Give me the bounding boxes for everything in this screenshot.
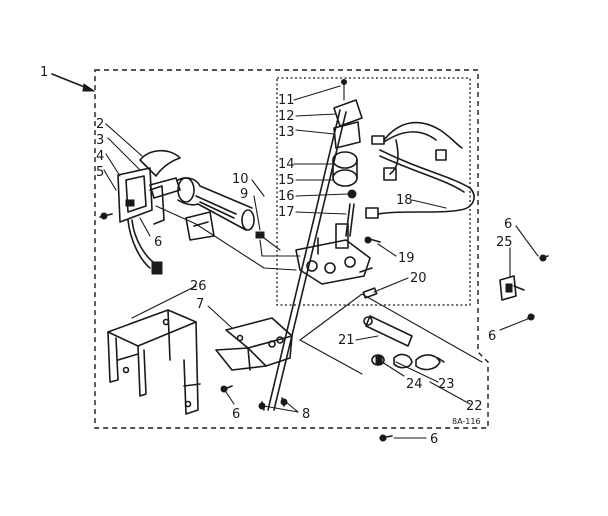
callout-3: 3: [96, 133, 104, 148]
callout-12: 12: [278, 109, 295, 124]
callout-2: 2: [96, 117, 104, 132]
leader-lines: [103, 85, 539, 439]
callout-21: 21: [338, 333, 355, 348]
assembly-boundary: [94, 69, 489, 429]
solenoid-stack: [332, 79, 363, 237]
callout-23: 23: [438, 377, 455, 392]
drawing-code: 8A-116: [452, 417, 481, 426]
pilot-burner: [363, 315, 445, 371]
pilot-tube: [267, 109, 347, 411]
callout-17: 17: [278, 205, 295, 220]
valve-subassembly-boundary: [276, 77, 471, 306]
callout-6-bottom: 6: [430, 432, 438, 447]
callout-19: 19: [398, 251, 415, 266]
callout-25: 25: [496, 235, 513, 250]
gas-valve: [295, 223, 373, 285]
callout-1-arrow: [51, 73, 96, 92]
valve-bracket: [215, 317, 293, 371]
callout-10: 10: [232, 172, 249, 187]
callout-26: 26: [190, 279, 207, 294]
bottom-screws: [220, 385, 393, 442]
callout-20: 20: [410, 271, 427, 286]
connector-lines: [155, 205, 483, 375]
mounting-bracket: [107, 309, 201, 415]
callout-14: 14: [278, 157, 295, 172]
callout-13: 13: [278, 125, 295, 140]
callout-16: 16: [278, 189, 295, 204]
callout-11: 11: [278, 93, 295, 108]
callout-6-side-lower: 6: [488, 329, 496, 344]
callout-22: 22: [466, 399, 483, 414]
callout-8: 8: [302, 407, 310, 422]
wire-harness: [365, 121, 475, 219]
callout-9: 9: [240, 187, 248, 202]
callout-4: 4: [96, 149, 104, 164]
callout-15: 15: [278, 173, 295, 188]
callout-5: 5: [96, 165, 104, 180]
callout-18: 18: [396, 193, 413, 208]
callout-6-side-upper: 6: [504, 217, 512, 232]
callout-6-bracket: 6: [232, 407, 240, 422]
callout-24: 24: [406, 377, 423, 392]
side-bracket: [499, 254, 549, 321]
igniter-assembly: [99, 149, 181, 275]
callout-1: 1: [40, 65, 48, 80]
callout-6-igniter: 6: [154, 235, 162, 250]
callout-7: 7: [196, 297, 204, 312]
